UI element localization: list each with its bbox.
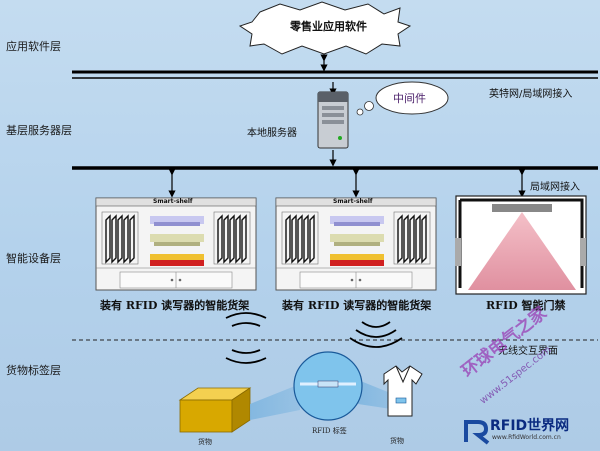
rfidworld-logo: RFID世界网 www.RfidWorld.com.cn [462,414,596,446]
server-label: 本地服务器 [247,128,297,139]
logo-text: RFID世界网 [490,418,570,434]
goods-box-label: 货物 [198,438,212,446]
shelf2-caption: 装有 RFID 读写器的智能货架 [282,299,432,312]
goods-shirt [383,365,423,417]
goods-shirt-label: 货物 [390,437,404,445]
logo-url: www.RfidWorld.com.cn [492,434,561,441]
smart-shelf-2 [275,197,437,291]
rfid-tag-icon [293,351,363,421]
rfid-tag-label: RFID 标签 [312,427,347,435]
shelf1-header: Smart-shelf [153,198,193,205]
shelf1-caption: 装有 RFID 读写器的智能货架 [100,299,250,312]
cloud-label: 零售业应用软件 [290,20,367,33]
smart-shelf-1 [95,197,257,291]
layer-label-server: 基层服务器层 [6,124,72,137]
app-cloud [238,1,412,55]
goods-box [178,387,252,433]
shelf2-header: Smart-shelf [333,198,373,205]
wireless-label: 无线交互界面 [498,346,558,357]
local-server-icon [317,91,349,149]
lan-access-label: 局域网接入 [530,182,580,193]
layer-label-device: 智能设备层 [6,252,61,265]
internet-access-label: 英特网/局域网接入 [489,89,573,100]
layer-label-app: 应用软件层 [6,40,61,53]
tag-ray-left [250,384,300,420]
logo-mark-icon [464,420,490,445]
layer-label-tag: 货物标签层 [6,364,61,377]
gate-caption: RFID 智能门禁 [486,299,566,312]
wireless-waves-right [349,321,403,348]
rfid-gate [455,195,587,295]
middleware-bubble [356,81,449,116]
wireless-waves-left [225,312,267,364]
middleware-label: 中间件 [393,92,426,105]
